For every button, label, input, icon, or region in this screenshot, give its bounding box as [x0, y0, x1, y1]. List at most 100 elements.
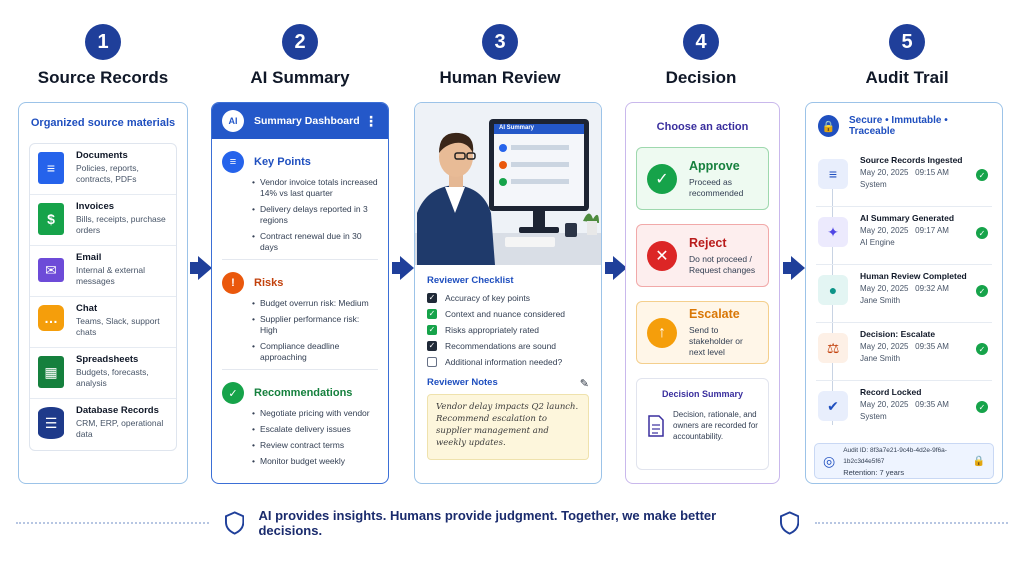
shield-icon — [779, 511, 799, 535]
checkbox-checked-icon[interactable]: ✓ — [427, 324, 437, 335]
document-icon: ≡ — [38, 152, 64, 184]
tagline-text: AI provides insights. Humans provide jud… — [258, 508, 717, 538]
decision-title: Escalate — [689, 307, 740, 321]
check-circle-icon: ✓ — [976, 169, 988, 181]
event-actor: System — [860, 180, 887, 189]
checklist-item[interactable]: ✓ Accuracy of key points — [427, 292, 589, 303]
source-item-database[interactable]: ☰ Database Records CRM, ERP, operational… — [30, 399, 176, 450]
audit-id-footer: ◎ Audit ID: 8f3a7e21-9c4b-4d2e-9f6a-1b2c… — [814, 443, 994, 479]
tagline-row: AI provides insights. Humans provide jud… — [0, 508, 1024, 538]
pencil-icon[interactable]: ✎ — [579, 378, 589, 390]
check-circle-icon: ✓ — [976, 227, 988, 239]
checklist-item[interactable]: ✓Risks appropriately rated — [427, 324, 589, 335]
arrow-up-circle-icon: ↑ — [647, 317, 677, 348]
sparkle-icon: ✦ — [818, 217, 848, 247]
event-title: Record Locked — [860, 387, 922, 397]
event-datetime: May 20, 2025 09:35 AM — [860, 342, 949, 351]
checklist-item[interactable]: Additional information needed? — [427, 356, 589, 367]
source-records-heading: Organized source materials — [30, 117, 176, 129]
divider — [222, 369, 378, 370]
event-actor: Jane Smith — [860, 296, 901, 305]
audit-trail-header: Secure • Immutable • Traceable — [849, 115, 948, 137]
dotted-divider — [814, 522, 1008, 524]
risks-section: ! Risks Budget overrun risk: Medium Supp… — [212, 272, 388, 363]
audit-event[interactable]: ≡ Source Records Ingested May 20, 2025 0… — [816, 149, 992, 207]
escalate-button[interactable]: ↑ Escalate Send to stakeholder or next l… — [636, 301, 769, 364]
fingerprint-icon: ◎ — [823, 452, 836, 469]
source-item-documents[interactable]: ≡ Documents Policies, reports, contracts… — [30, 144, 176, 195]
decision-desc: Send to stakeholder or next level — [689, 325, 743, 357]
decision-title: Reject — [689, 235, 727, 250]
shield-icon — [225, 511, 245, 535]
checklist-label: Accuracy of key points — [445, 292, 531, 303]
bullet-item: Contract renewal due in 30 days — [252, 231, 378, 253]
more-menu-icon[interactable]: ⋮ — [364, 112, 378, 129]
audit-event[interactable]: ● Human Review Completed May 20, 2025 09… — [816, 265, 992, 323]
section-title: Risks — [254, 277, 284, 289]
bullet-item: Compliance deadline approaching — [252, 341, 378, 363]
audit-event-list: ≡ Source Records Ingested May 20, 2025 0… — [816, 149, 992, 439]
step-title-5: Audit Trail — [865, 68, 949, 87]
audit-event[interactable]: ✔ Record Locked May 20, 2025 09:35 AM Sy… — [816, 381, 992, 439]
checklist-label: Recommendations are sound — [445, 340, 557, 351]
decision-summary-title: Decision Summary — [661, 389, 744, 399]
step-badge-4: 4 — [683, 24, 719, 60]
checkbox-checked-icon[interactable]: ✓ — [427, 308, 437, 319]
source-item-spreadsheets[interactable]: ▦ Spreadsheets Budgets, forecasts, analy… — [30, 348, 176, 399]
screen-title-label: AI Summary — [499, 125, 535, 131]
step-badge-5: 5 — [889, 24, 925, 60]
flow-arrow-icon — [198, 256, 212, 280]
checklist-label: Additional information needed? — [445, 356, 563, 367]
decision-summary-text: Decision, rationale, and owners are reco… — [673, 410, 758, 441]
decision-title: Approve — [689, 158, 740, 173]
reject-button[interactable]: ✕ Reject Do not proceed / Request change… — [636, 224, 769, 287]
source-name: Email — [76, 252, 102, 263]
warning-icon: ! — [222, 272, 244, 294]
event-title: Source Records Ingested — [860, 155, 963, 165]
checklist-item[interactable]: ✓ Context and nuance considered — [427, 308, 589, 319]
step-title-4: Decision — [665, 68, 737, 87]
approve-button[interactable]: ✓ Approve Proceed as recommended — [636, 147, 769, 210]
source-item-chat[interactable]: … Chat Teams, Slack, support chats — [30, 297, 176, 348]
source-item-email[interactable]: ✉ Email Internal & external messages — [30, 246, 176, 297]
flow-arrow-stem — [605, 262, 613, 274]
event-datetime: May 20, 2025 09:35 AM — [860, 400, 949, 409]
step-badge-1: 1 — [85, 24, 121, 60]
ai-summary-panel: AI Summary Dashboard ⋮ ≡ Key Points Vend… — [211, 102, 389, 484]
decision-desc: Do not proceed / Request changes — [689, 253, 756, 275]
decision-heading: Choose an action — [656, 121, 749, 133]
event-datetime: May 20, 2025 09:32 AM — [860, 284, 949, 293]
document-icon — [648, 414, 664, 437]
chat-icon: … — [38, 305, 64, 331]
source-desc: Bills, receipts, purchase orders — [76, 214, 166, 235]
check-circle-icon: ✓ — [976, 285, 988, 297]
reviewer-illustration: AI Summary — [415, 103, 601, 265]
recommendations-section: ✓ Recommendations Negotiate pricing with… — [212, 382, 388, 467]
flow-arrow-stem — [392, 262, 400, 274]
audit-event[interactable]: ✦ AI Summary Generated May 20, 2025 09:1… — [816, 207, 992, 265]
x-circle-icon: ✕ — [647, 240, 677, 271]
summary-dashboard-title: Summary Dashboard — [254, 115, 360, 127]
checklist-label: Context and nuance considered — [445, 308, 566, 319]
source-desc: Teams, Slack, support chats — [76, 316, 160, 337]
step-title-3: Human Review — [439, 68, 561, 87]
shield-icon: ✔ — [818, 391, 848, 421]
checklist-item[interactable]: ✓ Recommendations are sound — [427, 340, 589, 351]
ai-logo-icon: AI — [222, 110, 244, 132]
bullet-item: Budget overrun risk: Medium — [252, 298, 378, 309]
reviewer-note-textarea[interactable]: Vendor delay impacts Q2 launch. Recommen… — [427, 394, 589, 460]
check-circle-icon: ✓ — [976, 343, 988, 355]
reviewer-notes-title: Reviewer Notes — [427, 377, 498, 388]
step-title-2: AI Summary — [250, 68, 350, 87]
source-item-invoices[interactable]: $ Invoices Bills, receipts, purchase ord… — [30, 195, 176, 246]
checkbox-unchecked-icon[interactable] — [427, 356, 437, 367]
checkbox-checked-icon[interactable]: ✓ — [427, 340, 437, 351]
event-actor: System — [860, 412, 887, 421]
email-icon: ✉ — [38, 258, 64, 282]
checkbox-checked-icon[interactable]: ✓ — [427, 292, 437, 303]
audit-id: Audit ID: 8f3a7e21-9c4b-4d2e-9f6a-1b2c3d… — [843, 446, 947, 465]
audit-event[interactable]: ⚖ Decision: Escalate May 20, 2025 09:35 … — [816, 323, 992, 381]
person-icon: ● — [818, 275, 848, 305]
step-badge-2: 2 — [282, 24, 318, 60]
bullet-item: Escalate delivery issues — [252, 424, 378, 435]
